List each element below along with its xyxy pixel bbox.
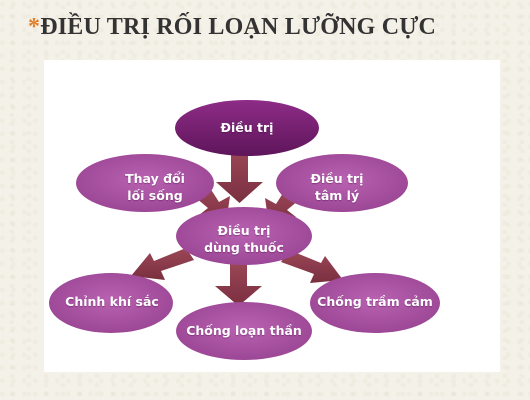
node-psychotherapy <box>276 154 408 212</box>
node-mood-stabilizer <box>49 273 173 333</box>
label-lifestyle: Thay đổi lối sống <box>125 171 185 203</box>
node-lifestyle <box>76 154 214 212</box>
title-bullet: * <box>28 14 41 40</box>
label-antidepressant: Chống trầm cảm <box>317 294 433 309</box>
node-medication <box>176 207 312 265</box>
node-antipsychotic <box>176 302 312 360</box>
arrow-center-to-moodstab <box>131 248 194 280</box>
label-medication: Điều trị dùng thuốc <box>204 223 284 255</box>
node-top <box>175 100 319 156</box>
label-mood-stabilizer: Chỉnh khí sắc <box>65 294 159 309</box>
node-antidepressant <box>310 273 440 333</box>
label-psychotherapy: Điều trị tâm lý <box>310 171 364 203</box>
label-antipsychotic: Chống loạn thần <box>186 323 302 338</box>
arrow-top-to-center <box>216 150 263 203</box>
label-top: Điều trị <box>220 120 274 135</box>
slide-title: *ĐIỀU TRỊ RỐI LOẠN LƯỠNG CỰC <box>28 14 436 41</box>
arrow-center-to-antidep <box>281 250 343 283</box>
title-text: ĐIỀU TRỊ RỐI LOẠN LƯỠNG CỰC <box>40 14 437 40</box>
arrow-center-to-antipsych <box>215 262 262 306</box>
